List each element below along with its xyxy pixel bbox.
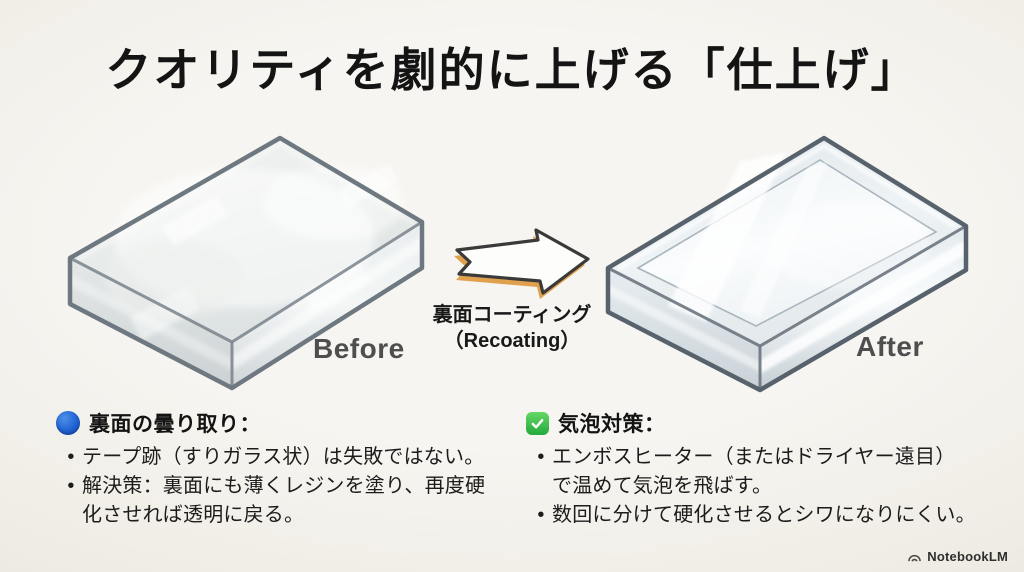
panel-right-bullet-list: • エンボスヒーター（またはドライヤー遠目） で温めて気泡を飛ばす。 • 数回に…	[530, 443, 1012, 530]
bullet-dot: •	[67, 475, 75, 497]
notebooklm-logo-icon	[908, 554, 922, 562]
recoating-caption: 裏面コーティング （Recoating）	[412, 302, 612, 354]
list-item: • テープ跡（すりガラス状）は失敗ではない。	[60, 443, 518, 472]
recoating-arrow-icon	[442, 228, 594, 306]
panel-left-heading-row: 裏面の曇り取り：	[56, 408, 518, 438]
panel-backside-defogging: 裏面の曇り取り： • テープ跡（すりガラス状）は失敗ではない。 • 解決策：裏面…	[56, 408, 518, 530]
recoating-caption-line1: 裏面コーティング	[432, 304, 592, 326]
before-label: Before	[313, 333, 405, 364]
list-item: • 解決策：裏面にも薄くレジンを塗り、再度硬 化させれば透明に戻る。	[60, 472, 518, 530]
bullet-text: 解決策：裏面にも薄くレジンを塗り、再度硬 化させれば透明に戻る。	[82, 475, 486, 526]
watermark-brand: NotebookLM	[927, 549, 1008, 564]
bullet-dot: •	[67, 446, 75, 468]
panel-left-bullet-list: • テープ跡（すりガラス状）は失敗ではない。 • 解決策：裏面にも薄くレジンを塗…	[60, 443, 518, 530]
panel-right-heading: 気泡対策：	[558, 413, 666, 436]
panel-right-heading-row: 気泡対策：	[526, 408, 1012, 438]
bullet-dot: •	[537, 504, 545, 526]
bullet-text: エンボスヒーター（またはドライヤー遠目） で温めて気泡を飛ばす。	[552, 446, 956, 497]
bullet-dot: •	[537, 446, 545, 468]
page-title: クオリティを劇的に上げる「仕上げ」	[105, 45, 919, 96]
after-label: After	[856, 331, 924, 362]
list-item: • エンボスヒーター（またはドライヤー遠目） で温めて気泡を飛ばす。	[530, 443, 1012, 501]
before-resin-block-image	[54, 128, 442, 394]
list-item: • 数回に分けて硬化させるとシワになりにくい。	[530, 501, 1012, 530]
green-check-icon	[526, 411, 549, 435]
panel-bubble-countermeasures: 気泡対策： • エンボスヒーター（またはドライヤー遠目） で温めて気泡を飛ばす。…	[526, 408, 1012, 530]
bullet-text: 数回に分けて硬化させるとシワになりにくい。	[552, 504, 976, 526]
panel-left-heading: 裏面の曇り取り：	[89, 413, 261, 436]
watermark: NotebookLM	[907, 549, 1008, 564]
after-resin-block-image	[590, 126, 986, 394]
recoating-caption-line2: （Recoating）	[443, 330, 581, 352]
bullet-text: テープ跡（すりガラス状）は失敗ではない。	[82, 446, 485, 468]
blue-circle-icon	[56, 411, 80, 435]
